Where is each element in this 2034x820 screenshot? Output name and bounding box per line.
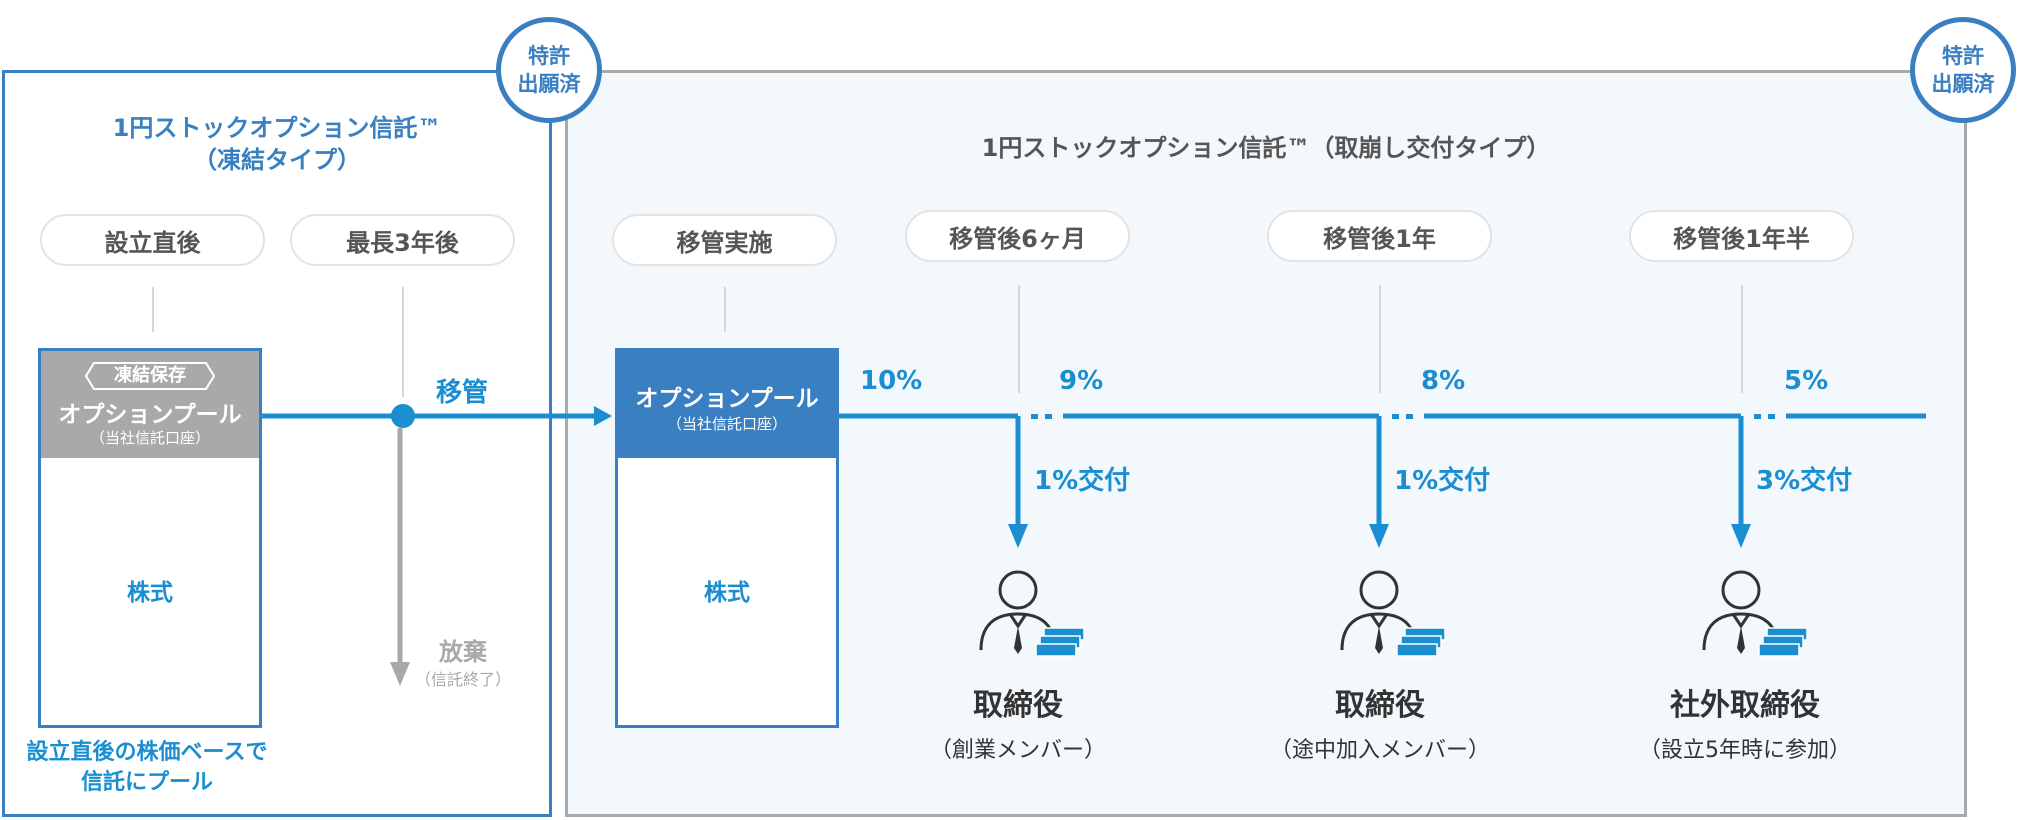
abandon-sublabel: （信託終了） (414, 670, 511, 689)
pill-6-months: 移管後6ヶ月 (905, 210, 1130, 262)
grant-label: 1%交付 (1394, 466, 1491, 496)
pool-subtitle: （当社信託口座） (89, 429, 210, 447)
tick-line (724, 287, 726, 332)
left-title-line1: 1円ストックオプション信託™ (112, 114, 442, 142)
pill-label: 設立直後 (104, 228, 201, 257)
junction-dot (391, 404, 415, 428)
pill-1-year: 移管後1年 (1267, 210, 1492, 262)
pill-label: 移管後1年半 (1673, 224, 1810, 253)
recipient-subtitle: （創業メンバー） (929, 738, 1106, 763)
tick-line (1379, 285, 1381, 393)
abandon-arrowhead (390, 662, 410, 686)
recipient-subtitle: （設立5年時に参加） (1639, 738, 1851, 763)
tick-line (152, 287, 154, 332)
pool-title: オプションプール (635, 386, 819, 412)
percentage-label: 9% (1059, 366, 1104, 396)
option-pool-box: オプションプール （当社信託口座） 株式 (615, 348, 839, 728)
gap-dot (1754, 414, 1761, 419)
tick-line (1018, 285, 1020, 393)
pill-label: 移管後1年 (1323, 224, 1436, 253)
pool-header: オプションプール （当社信託口座） (618, 351, 836, 458)
tick-line (1741, 285, 1743, 393)
recipient-title: 取締役 (1335, 688, 1425, 723)
gap-dot (1392, 414, 1399, 419)
stock-label: 株式 (704, 580, 750, 606)
gap-dot (1031, 414, 1038, 419)
right-title: 1円ストックオプション信託™（取崩し交付タイプ） (981, 134, 1551, 162)
patent-pending-badge: 特許 出願済 (1910, 17, 2016, 123)
gap-dot (1045, 414, 1052, 419)
frozen-pool-box: 凍結保存 オプションプール （当社信託口座） 株式 (38, 348, 262, 728)
pill-max-3-years: 最長3年後 (290, 214, 515, 266)
recipient-outside-director: 社外取締役 （設立5年時に参加） (1600, 680, 1890, 764)
pill-label: 移管実施 (676, 228, 773, 257)
grant-label: 3%交付 (1756, 466, 1853, 496)
grant-arrowhead (1008, 524, 1028, 548)
recipient-subtitle: （途中加入メンバー） (1269, 738, 1490, 763)
badge-text: 特許 出願済 (517, 44, 581, 96)
abandon-label: 放棄 (439, 638, 487, 666)
caption-line2: 信託にプール (80, 770, 213, 795)
pool-title: オプションプール (58, 402, 242, 428)
left-caption: 設立直後の株価ベースで 信託にプール (2, 738, 292, 798)
pool-header: 凍結保存 オプションプール （当社信託口座） (41, 351, 259, 458)
pill-setup: 設立直後 (40, 214, 265, 266)
caption-line1: 設立直後の株価ベースで (26, 740, 268, 765)
transfer-label: 移管 (436, 378, 489, 408)
recipient-founding-director: 取締役 （創業メンバー） (900, 680, 1136, 764)
pool-subtitle: （当社信託口座） (666, 415, 787, 433)
pill-transfer: 移管実施 (612, 214, 837, 266)
percentage-label: 8% (1421, 366, 1466, 396)
tick-line (402, 287, 404, 397)
badge-text: 特許 出願済 (1931, 44, 1995, 96)
grant-label: 1%交付 (1034, 466, 1131, 496)
left-title-line2: （凍結タイプ） (193, 146, 361, 174)
pill-1-5-years: 移管後1年半 (1629, 210, 1854, 262)
transfer-arrowhead (594, 406, 612, 426)
left-title: 1円ストックオプション信託™ （凍結タイプ） (2, 112, 552, 176)
person-with-money-icon (979, 570, 1085, 657)
person-with-money-icon (1702, 570, 1808, 657)
patent-pending-badge: 特許 出願済 (496, 17, 602, 123)
grant-arrowhead (1369, 524, 1389, 548)
frozen-tag-shape (84, 362, 216, 390)
grant-arrowhead (1731, 524, 1751, 548)
recipient-midway-director: 取締役 （途中加入メンバー） (1230, 680, 1530, 764)
recipient-title: 社外取締役 (1670, 688, 1820, 723)
gap-dot (1406, 414, 1413, 419)
person-with-money-icon (1340, 570, 1446, 657)
percentage-label: 5% (1784, 366, 1829, 396)
percentage-label: 10% (860, 366, 923, 396)
pill-label: 移管後6ヶ月 (949, 224, 1086, 253)
gap-dot (1768, 414, 1775, 419)
recipient-title: 取締役 (973, 688, 1063, 723)
stock-label: 株式 (127, 580, 173, 606)
pill-label: 最長3年後 (346, 228, 459, 257)
frozen-tag: 凍結保存 (114, 365, 186, 386)
